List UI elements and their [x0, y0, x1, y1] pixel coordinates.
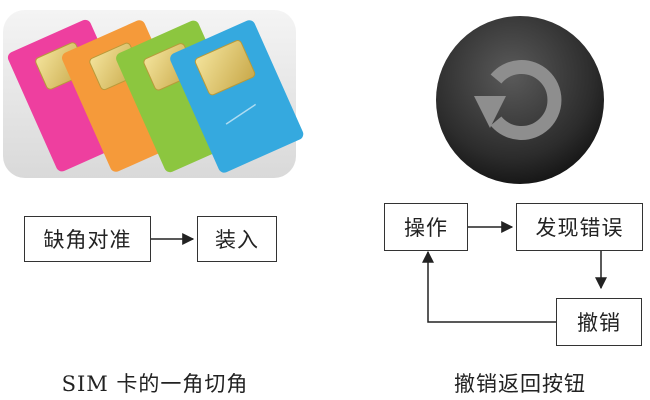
- step-operate: 操作: [384, 203, 468, 251]
- step-insert: 装入: [197, 216, 277, 262]
- arrow-undo-to-operate: [422, 250, 556, 323]
- step-find-error: 发现错误: [516, 203, 643, 251]
- right-caption: 撤销返回按钮: [454, 372, 586, 396]
- sim-cards-image: [3, 10, 304, 178]
- step-align-notch: 缺角对准: [24, 216, 151, 262]
- undo-icon: [474, 60, 562, 140]
- round-button: [436, 16, 604, 184]
- undo-button-image: [436, 16, 604, 184]
- left-caption: SIM 卡的一角切角: [61, 372, 249, 396]
- sim-card-blue: [170, 20, 304, 173]
- step-undo: 撤销: [556, 298, 642, 346]
